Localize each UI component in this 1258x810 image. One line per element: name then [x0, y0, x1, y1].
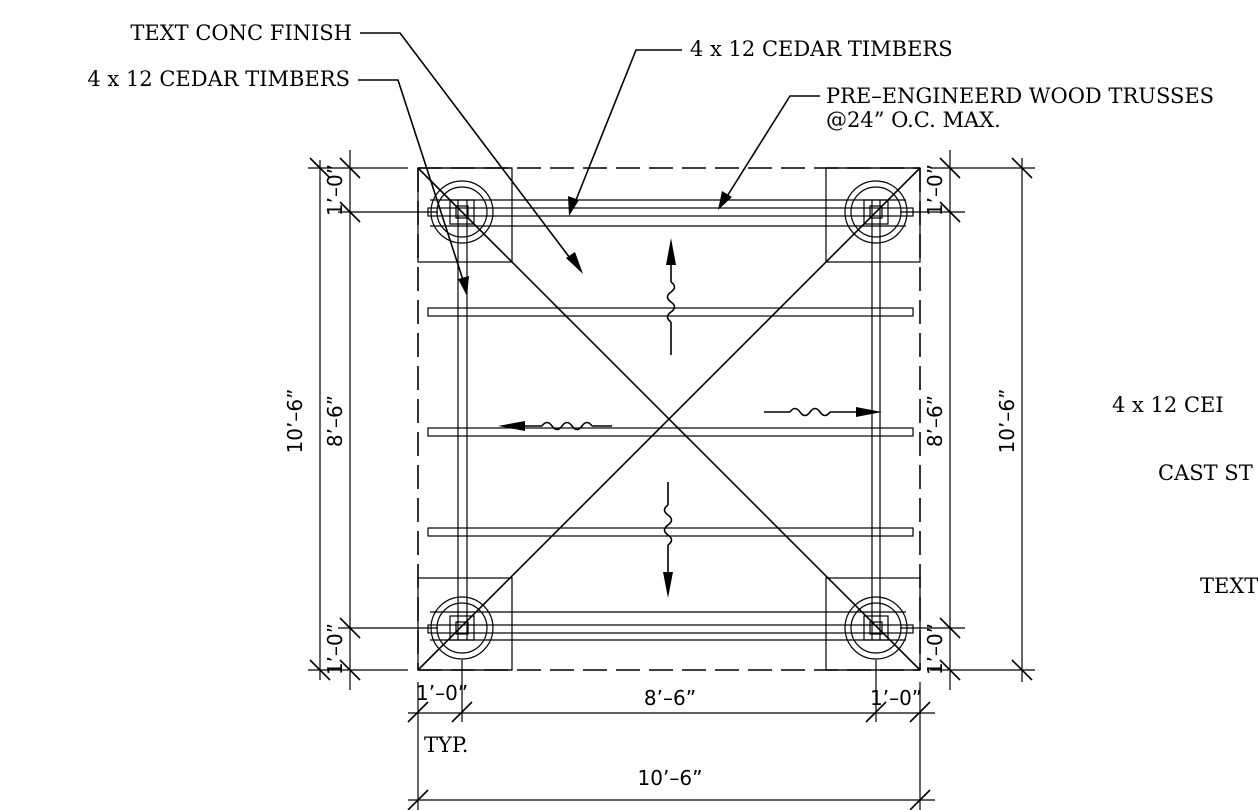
- dim-right: [900, 150, 1035, 690]
- dim-bottom-left-horizontal: 1’–0”: [416, 681, 468, 705]
- dim-inner-vertical-left: 8’–6”: [323, 395, 347, 447]
- callout-cedar-timbers-top: 4 x 12 CEDAR TIMBERS: [568, 37, 953, 216]
- dim-overall-vertical-right: 10’–6”: [995, 389, 1019, 454]
- slope-arrow-right: [764, 407, 882, 417]
- corner-pier-boxes: [417, 167, 921, 671]
- callout-text-conc-finish-label: TEXT CONC FINISH: [130, 21, 352, 45]
- slope-arrow-left: [498, 421, 612, 431]
- callout-cedar-timbers-left-label: 4 x 12 CEDAR TIMBERS: [87, 67, 350, 91]
- callout-trusses: PRE–ENGINEERD WOOD TRUSSES @24” O.C. MAX…: [718, 84, 1214, 210]
- dim-overall-horizontal: 10’–6”: [638, 766, 703, 790]
- callout-trusses-line2: @24” O.C. MAX.: [826, 108, 1001, 132]
- slope-arrow-up: [666, 238, 676, 355]
- column-bottom-left: [430, 596, 494, 660]
- callout-cedar-timbers-top-label: 4 x 12 CEDAR TIMBERS: [690, 37, 953, 61]
- dim-overall-vertical-left: 10’–6”: [283, 389, 307, 454]
- column-bottom-right: [844, 596, 908, 660]
- note-cedar-partial: 4 x 12 CEI: [1112, 393, 1224, 417]
- dim-bottom-left-offset: 1’–0”: [323, 623, 347, 675]
- note-text-partial: TEXT: [1200, 574, 1258, 598]
- dim-top-left-offset: 1’–0”: [323, 164, 347, 216]
- dim-typ-note: TYP.: [424, 733, 468, 757]
- callout-cedar-timbers-left: 4 x 12 CEDAR TIMBERS: [87, 67, 469, 296]
- callout-text-conc-finish: TEXT CONC FINISH: [130, 21, 583, 274]
- dim-bottom-right-horizontal: 1’–0”: [870, 686, 922, 710]
- dim-bottom: [407, 660, 935, 810]
- dim-bottom-right-offset: 1’–0”: [923, 623, 947, 675]
- dim-inner-vertical-right: 8’–6”: [923, 395, 947, 447]
- callout-trusses-line1: PRE–ENGINEERD WOOD TRUSSES: [826, 84, 1214, 108]
- perimeter-beams: [430, 199, 906, 641]
- dim-top-right-offset: 1’–0”: [923, 164, 947, 216]
- note-cast-partial: CAST ST: [1158, 461, 1253, 485]
- dim-bottom-middle-horizontal: 8’–6”: [644, 686, 696, 710]
- hip-lines: [417, 167, 921, 671]
- dim-left: [308, 150, 438, 690]
- slope-arrow-down: [663, 482, 673, 598]
